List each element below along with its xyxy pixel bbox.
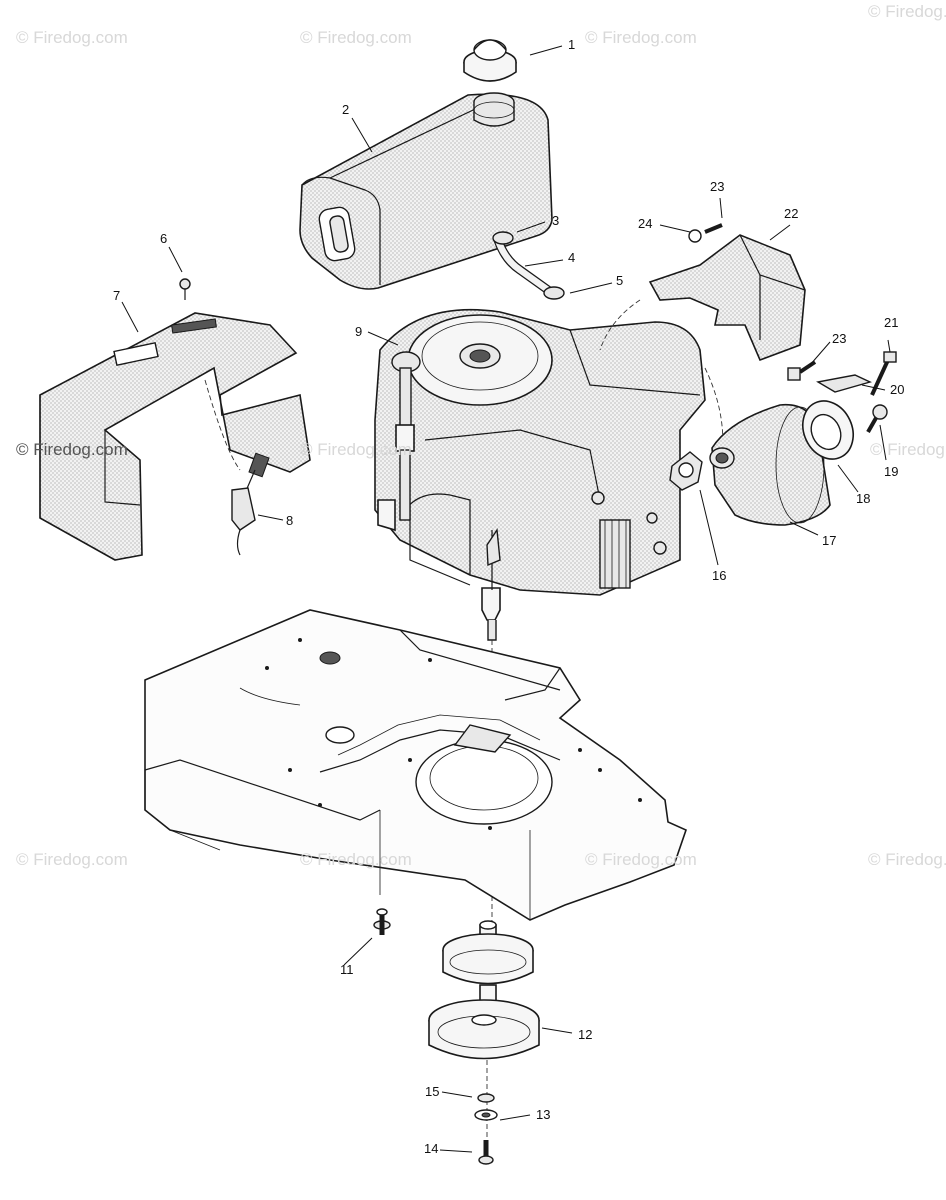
callout-13: 13 bbox=[536, 1107, 551, 1122]
watermark-9: © Firedog.com bbox=[300, 850, 412, 869]
callout-22: 22 bbox=[784, 206, 799, 221]
callout-3: 3 bbox=[552, 213, 560, 228]
frame-bolt bbox=[373, 908, 391, 935]
callout-5: 5 bbox=[616, 273, 624, 288]
callout-12: 12 bbox=[578, 1027, 593, 1042]
fuel-cap bbox=[463, 39, 517, 82]
callout-16: 16 bbox=[712, 568, 727, 583]
callout-18: 18 bbox=[856, 491, 871, 506]
dash-panel bbox=[39, 278, 311, 561]
callout-8: 8 bbox=[286, 513, 294, 528]
watermark-10: © Firedog.com bbox=[585, 850, 697, 869]
callout-24: 24 bbox=[638, 216, 653, 231]
watermark-6: © Firedog.com bbox=[300, 440, 412, 459]
watermark-2: © Firedog.com bbox=[300, 28, 412, 47]
muffler bbox=[709, 403, 831, 526]
callout-23-top: 23 bbox=[710, 179, 725, 194]
watermark-3: © Firedog.com bbox=[585, 28, 697, 47]
callout-20: 20 bbox=[890, 382, 905, 397]
fuel-hose bbox=[492, 231, 565, 300]
muffler-flange bbox=[802, 400, 854, 460]
callout-7: 7 bbox=[113, 288, 121, 303]
callout-6: 6 bbox=[160, 231, 168, 246]
watermark-5: © Firedog.com bbox=[16, 440, 128, 459]
watermark-7: © Firedog.com bbox=[870, 440, 946, 459]
watermark-4: © Firedog.com bbox=[868, 2, 946, 21]
throttle-axis bbox=[204, 379, 241, 471]
tractor-frame bbox=[144, 609, 687, 921]
callout-23-lower: 23 bbox=[832, 331, 847, 346]
heat-shield bbox=[648, 234, 806, 362]
muffler-axis bbox=[704, 367, 724, 471]
shield-screw bbox=[688, 223, 817, 381]
throttle-control bbox=[231, 452, 270, 556]
watermark-1: © Firedog.com bbox=[16, 28, 128, 47]
fuel-tank bbox=[299, 92, 553, 290]
exhaust-gasket bbox=[669, 451, 703, 491]
callout-17: 17 bbox=[822, 533, 837, 548]
callout-4: 4 bbox=[568, 250, 576, 265]
pulley-hardware bbox=[474, 1093, 498, 1165]
callout-2: 2 bbox=[342, 102, 350, 117]
callout-9: 9 bbox=[355, 324, 363, 339]
watermark-11: © Firedog.com bbox=[868, 850, 946, 869]
callout-21: 21 bbox=[884, 315, 899, 330]
shield-axis bbox=[599, 299, 641, 351]
callout-1: 1 bbox=[568, 37, 576, 52]
callout-19: 19 bbox=[884, 464, 899, 479]
callout-11: 11 bbox=[340, 962, 354, 977]
callout-15: 15 bbox=[425, 1084, 440, 1099]
leader-lines bbox=[121, 45, 891, 1153]
muffler-bolt bbox=[866, 404, 888, 433]
engine bbox=[374, 308, 706, 641]
callout-14: 14 bbox=[424, 1141, 439, 1156]
watermark-8: © Firedog.com bbox=[16, 850, 128, 869]
drive-pulley bbox=[428, 920, 540, 1060]
muffler-bracket bbox=[816, 351, 897, 396]
